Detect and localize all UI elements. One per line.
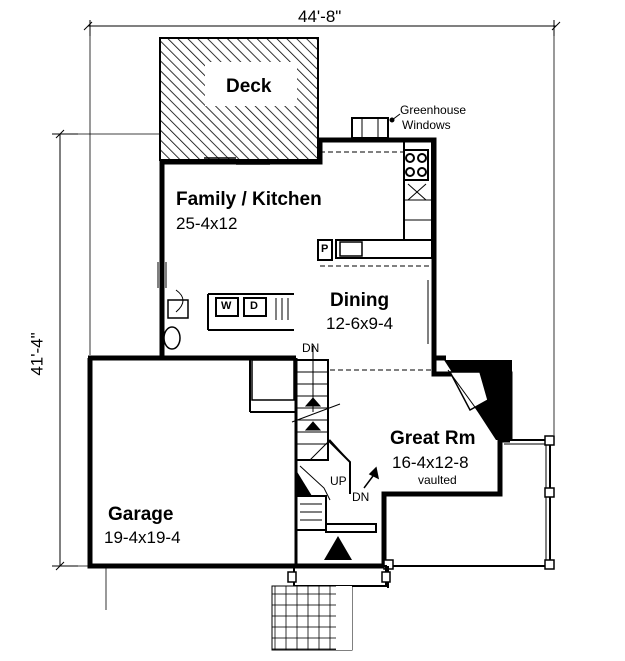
- stairs: [291, 346, 351, 501]
- fireplace: [444, 360, 512, 440]
- garage-size: 19-4x19-4: [104, 528, 181, 547]
- garage-label: Garage: [108, 504, 174, 525]
- height-dimension-label: 41'-4": [27, 332, 47, 376]
- great-room-note: vaulted: [418, 473, 457, 487]
- porch: [383, 435, 555, 588]
- greenhouse-window: [351, 113, 401, 139]
- dining-label: Dining: [330, 290, 390, 311]
- great-room-size: 16-4x12-8: [392, 453, 469, 472]
- width-dimension-line: [83, 20, 561, 36]
- width-dimension-label: 44'-8": [298, 7, 342, 26]
- dining-size: 12-6x9-4: [326, 314, 394, 333]
- windows-label: Windows: [402, 118, 451, 132]
- height-dimension-line: [52, 129, 78, 571]
- family-kitchen-size: 25-4x12: [176, 214, 238, 233]
- kitchen-counters: [335, 139, 433, 259]
- dryer-label: D: [250, 300, 258, 312]
- family-kitchen-label: Family / Kitchen: [176, 189, 322, 210]
- pantry-label: P: [321, 243, 329, 255]
- great-room-label: Great Rm: [390, 428, 476, 449]
- washer-label: W: [221, 300, 232, 312]
- deck-label: Deck: [226, 76, 272, 97]
- laundry-area: [163, 289, 294, 350]
- stair-down-label-top: DN: [302, 341, 320, 355]
- entry-steps: [287, 536, 391, 587]
- stair-up-label: UP: [330, 474, 347, 488]
- stair-down-label-bottom: DN: [352, 490, 370, 504]
- greenhouse-label: Greenhouse: [400, 103, 467, 117]
